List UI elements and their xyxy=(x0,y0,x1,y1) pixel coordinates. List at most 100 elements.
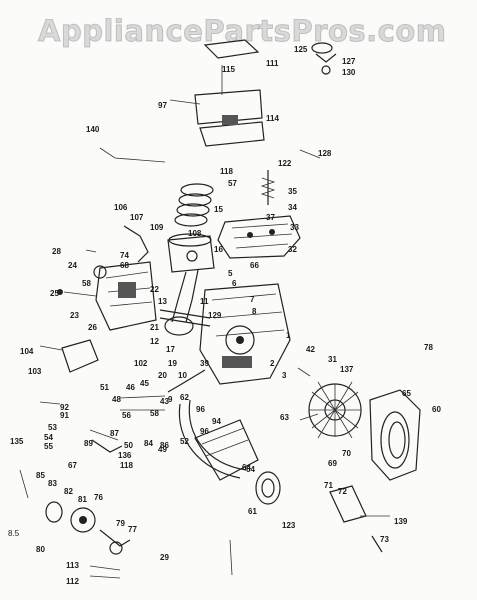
part-number-label: 112 xyxy=(66,577,79,586)
part-number-label: 11 xyxy=(200,297,209,306)
part-number-label: 29 xyxy=(160,553,169,562)
part-number-label: 118 xyxy=(120,461,133,470)
part-number-label: 118 xyxy=(220,167,233,176)
cylinder-head xyxy=(217,215,301,259)
part-number-label: 136 xyxy=(118,451,132,460)
part-number-label: 78 xyxy=(424,343,433,352)
part-number-label: 125 xyxy=(294,45,308,54)
part-number-label: 54 xyxy=(44,433,53,442)
part-number-label: 69 xyxy=(328,459,337,468)
part-number-label: 72 xyxy=(338,487,347,496)
part-number-label: 12 xyxy=(150,337,159,346)
part-number-label: 45 xyxy=(140,379,149,388)
part-number-label: 80 xyxy=(36,545,45,554)
crankcase xyxy=(167,283,291,393)
part-number-label: 122 xyxy=(278,159,292,168)
part-number-label: 83 xyxy=(48,479,57,488)
muffler xyxy=(329,485,390,553)
part-number-label: 85 xyxy=(36,471,45,480)
part-number-label: 6 xyxy=(232,279,237,288)
carburetor xyxy=(57,225,157,331)
part-number-label: 37 xyxy=(266,213,275,222)
part-number-label: 111 xyxy=(266,59,279,68)
part-number-label: 103 xyxy=(28,367,42,376)
part-number-label: 22 xyxy=(150,285,159,294)
part-number-label: 74 xyxy=(120,251,129,260)
part-number-label: 50 xyxy=(124,441,133,450)
part-number-label: 60 xyxy=(432,405,441,414)
part-number-label: 62 xyxy=(180,393,189,402)
part-number-label: 5 xyxy=(228,269,233,278)
part-number-label: 39 xyxy=(200,359,209,368)
part-number-label: 68 xyxy=(120,261,129,270)
part-number-label: 10 xyxy=(178,371,187,380)
part-number-label: 28 xyxy=(52,247,61,256)
part-number-label: 56 xyxy=(122,411,131,420)
part-number-label: 77 xyxy=(128,525,137,534)
part-number-label: 73 xyxy=(380,535,389,544)
part-number-label: 96 xyxy=(196,405,205,414)
part-number-label: 3 xyxy=(282,371,287,380)
part-number-label: 32 xyxy=(288,245,297,254)
part-number-label: 84 xyxy=(144,439,153,448)
part-number-label: 51 xyxy=(100,383,109,392)
part-number-label: 34 xyxy=(288,203,297,212)
part-number-label: 81 xyxy=(78,495,87,504)
page-marker: 8.5 xyxy=(8,529,20,538)
part-number-label: 58 xyxy=(82,279,91,288)
part-number-label: 135 xyxy=(10,437,24,446)
part-number-label: 43 xyxy=(160,397,169,406)
part-number-label: 139 xyxy=(394,517,408,526)
part-number-label: 55 xyxy=(44,442,53,451)
part-number-label: 58 xyxy=(150,409,159,418)
part-number-label: 53 xyxy=(48,423,57,432)
blower-housing xyxy=(369,389,421,481)
part-number-label: 107 xyxy=(130,213,144,222)
part-number-label: 42 xyxy=(306,345,315,354)
part-number-label: 23 xyxy=(70,311,79,320)
part-number-label: 35 xyxy=(288,187,297,196)
part-number-label: 130 xyxy=(342,68,356,77)
part-number-label: 140 xyxy=(86,125,100,134)
piston xyxy=(167,233,215,273)
part-number-label: 48 xyxy=(112,395,121,404)
part-number-label: 67 xyxy=(68,461,77,470)
part-number-label: 109 xyxy=(150,223,164,232)
valve-spring xyxy=(260,170,276,205)
recoil-starter xyxy=(194,419,281,505)
part-number-label: 24 xyxy=(68,261,77,270)
part-number-label: 64 xyxy=(246,465,255,474)
part-number-label: 113 xyxy=(66,561,79,570)
part-number-label: 20 xyxy=(158,371,167,380)
top-cover-assembly xyxy=(169,39,265,147)
part-number-label: 16 xyxy=(214,245,223,254)
fuel-pump xyxy=(39,339,99,373)
part-number-label: 31 xyxy=(328,355,337,364)
part-number-label: 13 xyxy=(158,297,167,306)
part-number-label: 96 xyxy=(200,427,209,436)
part-number-label: 8 xyxy=(252,307,257,316)
part-number-label: 21 xyxy=(150,323,159,332)
part-number-label: 115 xyxy=(222,65,235,74)
part-number-label: 61 xyxy=(248,507,257,516)
part-number-label: 2 xyxy=(270,359,275,368)
part-number-label: 87 xyxy=(110,429,119,438)
part-number-label: 104 xyxy=(20,347,34,356)
part-number-label: 25 xyxy=(50,289,59,298)
part-number-label: 70 xyxy=(342,449,351,458)
part-number-label: 123 xyxy=(282,521,296,530)
part-number-label: 66 xyxy=(250,261,259,270)
part-number-label: 49 xyxy=(158,445,167,454)
part-number-label: 128 xyxy=(318,149,332,158)
part-number-label: 33 xyxy=(290,223,299,232)
piston-rings xyxy=(174,183,214,227)
part-number-label: 108 xyxy=(188,229,202,238)
part-number-label: 1 xyxy=(286,331,291,340)
part-number-label: 19 xyxy=(168,359,177,368)
part-number-label: 91 xyxy=(60,411,69,420)
part-number-label: 137 xyxy=(340,365,354,374)
washer-group xyxy=(311,42,337,75)
part-number-label: 127 xyxy=(342,57,356,66)
part-number-label: 26 xyxy=(88,323,97,332)
part-number-label: 7 xyxy=(250,295,255,304)
